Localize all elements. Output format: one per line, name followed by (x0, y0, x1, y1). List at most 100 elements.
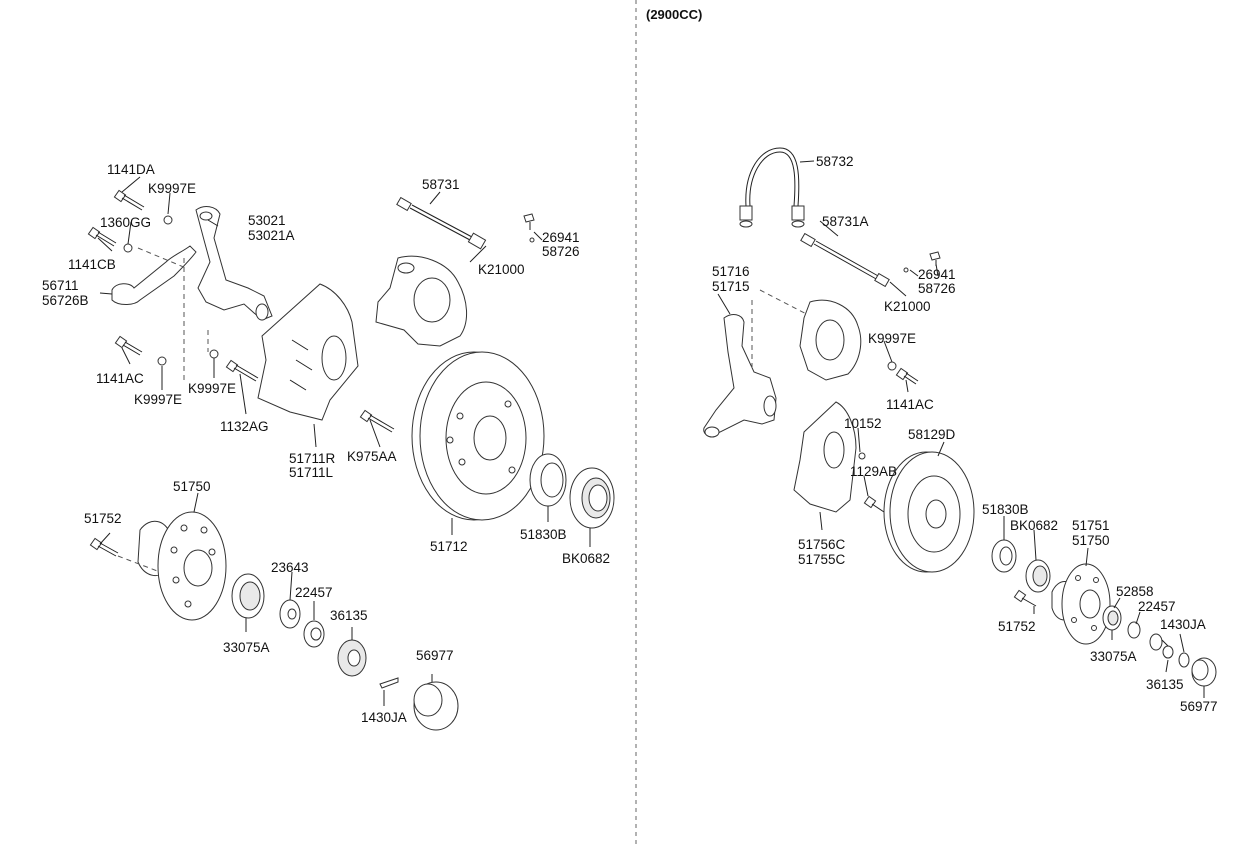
bolt-51752-part[interactable] (89, 537, 119, 557)
label-r-58732: 58732 (816, 154, 854, 169)
label-r-58129d: 58129D (908, 427, 956, 442)
label-56711: 56711 (42, 278, 79, 293)
variant-header: (2900CC) (646, 7, 702, 22)
label-53021a: 53021A (248, 228, 295, 243)
label-r-22457: 22457 (1138, 599, 1176, 614)
label-r-56977: 56977 (1180, 699, 1218, 714)
label-1141ac: 1141AC (96, 371, 144, 386)
label-r-1141ac: 1141AC (886, 397, 934, 412)
label-r-51750: 51750 (1072, 533, 1110, 548)
label-k9997e-top: K9997E (148, 181, 196, 196)
lock-36135-right-part[interactable] (1162, 645, 1174, 659)
right-assembly: 58732 58731A 51716 51715 26941 58726 K21… (703, 147, 1218, 714)
label-r-k21000: K21000 (884, 299, 931, 314)
cotter-1430ja-right-part[interactable] (1178, 652, 1190, 668)
brake-rotor-58129d-part[interactable] (883, 451, 975, 573)
label-1141cb: 1141CB (68, 257, 116, 272)
brake-rotor-51712-part[interactable] (411, 351, 545, 521)
label-r-51715: 51715 (712, 279, 750, 294)
bolt-1141da-part[interactable] (113, 189, 145, 211)
cap-58726-part[interactable] (529, 237, 535, 243)
label-r-k9997e: K9997E (868, 331, 916, 346)
bearing-bk0682-right-part[interactable] (1025, 559, 1051, 593)
label-k975aa: K975AA (347, 449, 397, 464)
label-r-51830b: 51830B (982, 502, 1029, 517)
nut-22457-right-part[interactable] (1149, 633, 1163, 651)
bolt-1132ag-part[interactable] (225, 359, 259, 382)
bolt-1129ab-part[interactable] (863, 495, 885, 513)
cotter-pin-1430ja-part[interactable] (379, 677, 399, 689)
knuckle-51716-part[interactable] (703, 314, 777, 436)
washer-52858-part[interactable] (1127, 621, 1141, 639)
label-r-52858: 52858 (1116, 584, 1154, 599)
label-r-58726: 58726 (918, 281, 956, 296)
brake-hose-58732-part[interactable] (739, 147, 805, 228)
label-23643: 23643 (271, 560, 309, 575)
label-r-10152: 10152 (844, 416, 882, 431)
label-51711l: 51711L (289, 465, 334, 480)
label-56726b: 56726B (42, 293, 89, 308)
bolt-51752-right-part[interactable] (1013, 589, 1037, 607)
steering-arm-56711-part[interactable] (111, 245, 197, 305)
washer-23643-part[interactable] (279, 599, 301, 629)
bolt-1141ac-right-part[interactable] (895, 367, 919, 385)
cap-58726-right-part[interactable] (903, 267, 909, 273)
label-58731: 58731 (422, 177, 460, 192)
label-51830b: 51830B (520, 527, 567, 542)
washer-k9997e-mid-part[interactable] (157, 356, 167, 366)
label-1132ag: 1132AG (220, 419, 269, 434)
label-r-36135: 36135 (1146, 677, 1184, 692)
bolt-1141cb-part[interactable] (87, 226, 117, 247)
label-k21000: K21000 (478, 262, 525, 277)
label-1430ja: 1430JA (361, 710, 407, 725)
label-r-51716: 51716 (712, 264, 750, 279)
label-k9997e-low: K9997E (188, 381, 236, 396)
label-36135: 36135 (330, 608, 368, 623)
lock-36135-part[interactable] (337, 639, 367, 677)
hub-51751-part[interactable] (1051, 563, 1111, 645)
dust-shield-51711r-part[interactable] (257, 283, 359, 421)
bearing-33075a-right-part[interactable] (1102, 605, 1122, 631)
label-1141da: 1141DA (107, 162, 155, 177)
label-r-51755c: 51755C (798, 552, 846, 567)
seal-51830b-right-part[interactable] (991, 539, 1017, 573)
bleeder-26941-right-part[interactable] (929, 251, 941, 266)
label-51750: 51750 (173, 479, 211, 494)
brake-hose-58731-part[interactable] (396, 196, 487, 250)
label-33075a: 33075A (223, 640, 270, 655)
bolt-1141ac-part[interactable] (114, 335, 143, 356)
bearing-bk0682-part[interactable] (569, 467, 615, 529)
label-r-1129ab: 1129AB (850, 464, 897, 479)
washer-k9997e-right-part[interactable] (887, 361, 897, 371)
label-r-51752: 51752 (998, 619, 1036, 634)
seal-51830b-part[interactable] (529, 453, 567, 507)
label-51711r: 51711R (289, 451, 336, 466)
label-56977: 56977 (416, 648, 454, 663)
label-r-51756c: 51756C (798, 537, 846, 552)
knuckle-53021-part[interactable] (195, 206, 273, 321)
label-r-51751: 51751 (1072, 518, 1110, 533)
label-53021: 53021 (248, 213, 286, 228)
nut-22457-part[interactable] (303, 620, 325, 648)
hub-cap-56977-right-part[interactable] (1191, 657, 1217, 687)
bolt-k975aa-part[interactable] (359, 409, 395, 433)
bearing-33075a-part[interactable] (231, 573, 265, 619)
hub-cap-56977-part[interactable] (413, 681, 459, 731)
washer-1360gg-part[interactable] (123, 243, 133, 253)
bolt-10152-part[interactable] (858, 452, 866, 460)
label-22457: 22457 (295, 585, 333, 600)
washer-k9997e-low-part[interactable] (209, 349, 219, 359)
label-r-bk0682: BK0682 (1010, 518, 1058, 533)
bleeder-26941-part[interactable] (523, 213, 535, 230)
hub-51750-part[interactable] (137, 511, 227, 621)
label-r-1430ja: 1430JA (1160, 617, 1206, 632)
washer-k9997e-top-part[interactable] (163, 215, 173, 225)
label-r-58731a: 58731A (822, 214, 869, 229)
label-r-33075a: 33075A (1090, 649, 1137, 664)
label-r-26941: 26941 (918, 267, 956, 282)
label-k9997e-mid: K9997E (134, 392, 182, 407)
brake-hose-58731a-part[interactable] (800, 232, 890, 288)
label-51712: 51712 (430, 539, 468, 554)
label-1360gg: 1360GG (100, 215, 151, 230)
